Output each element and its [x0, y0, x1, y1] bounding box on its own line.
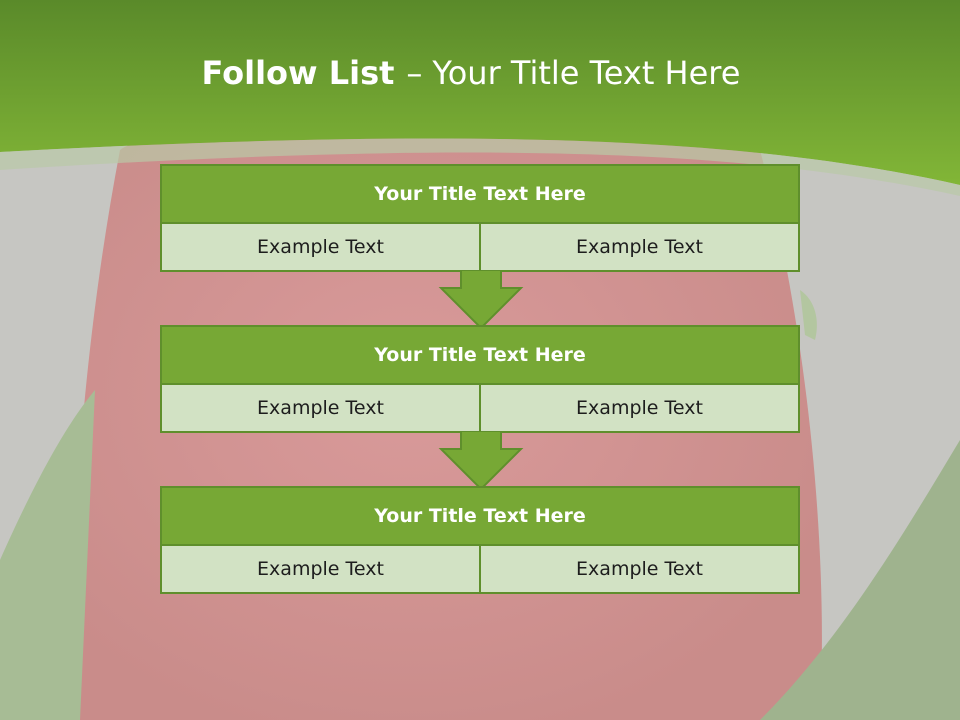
step-row: Example Text Example Text [162, 385, 798, 431]
title-bold-part: Follow List [201, 54, 395, 92]
step-cell-right: Example Text [479, 546, 798, 592]
slide-title: Follow List–Your Title Text Here [0, 54, 942, 92]
step-title: Your Title Text Here [162, 327, 798, 385]
step-row: Example Text Example Text [162, 224, 798, 270]
step-cell-left: Example Text [162, 385, 479, 431]
step-cell-left: Example Text [162, 546, 479, 592]
step-cell-left: Example Text [162, 224, 479, 270]
down-arrow-icon [438, 431, 524, 491]
title-separator: – [406, 54, 423, 92]
down-arrow-icon [438, 270, 524, 330]
step-row: Example Text Example Text [162, 546, 798, 592]
step-title: Your Title Text Here [162, 488, 798, 546]
step-block-3: Your Title Text Here Example Text Exampl… [160, 486, 800, 594]
title-rest-part: Your Title Text Here [432, 54, 741, 92]
step-block-1: Your Title Text Here Example Text Exampl… [160, 164, 800, 272]
step-block-2: Your Title Text Here Example Text Exampl… [160, 325, 800, 433]
step-title: Your Title Text Here [162, 166, 798, 224]
step-cell-right: Example Text [479, 385, 798, 431]
step-cell-right: Example Text [479, 224, 798, 270]
